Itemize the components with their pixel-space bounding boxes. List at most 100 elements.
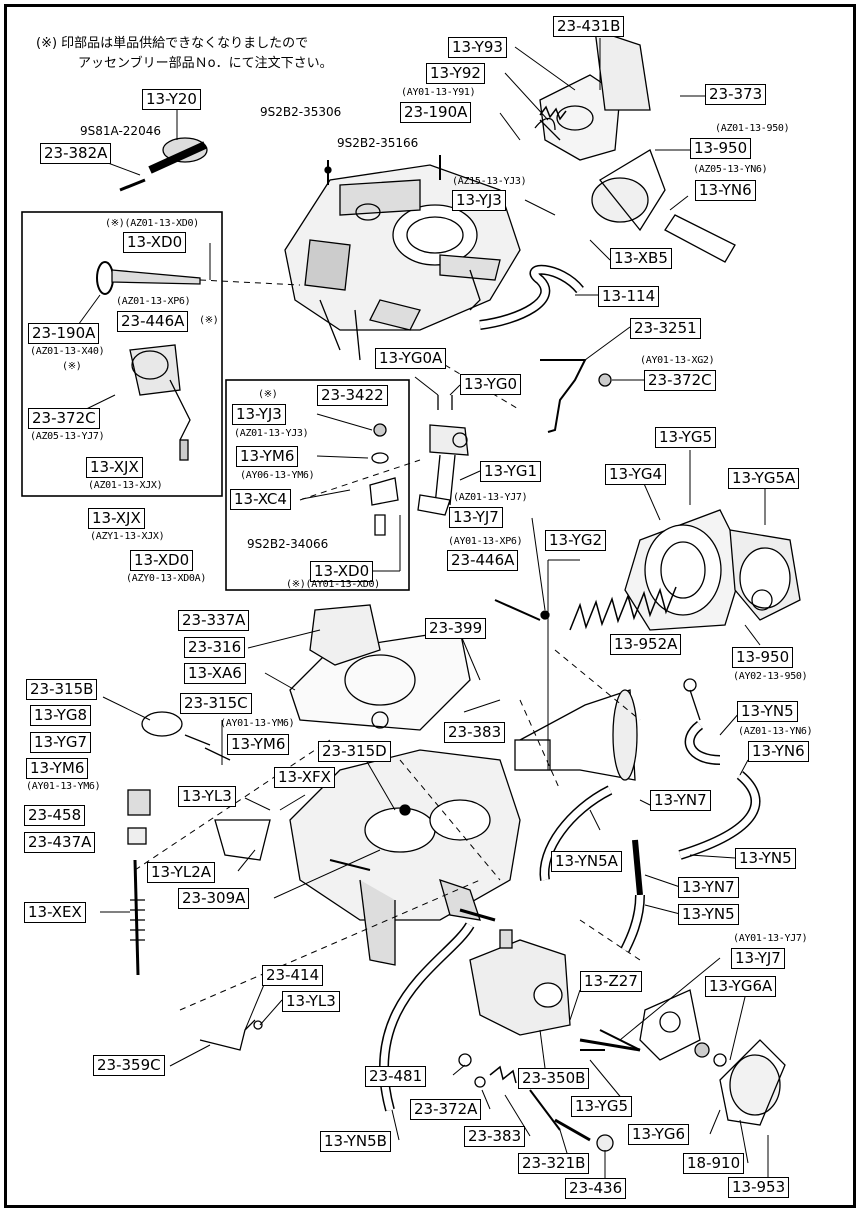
part-label-13-950-top[interactable]: 13-950 (690, 138, 752, 159)
part-label-23-315D[interactable]: 23-315D (318, 741, 391, 762)
part-label-23-321B[interactable]: 23-321B (518, 1153, 590, 1174)
part-label-13-YG5A[interactable]: 13-YG5A (728, 468, 800, 489)
part-label-23-372C-right[interactable]: 23-372C (644, 370, 716, 391)
linkage-YG1 (417, 395, 469, 516)
part-label-23-383-bot[interactable]: 23-383 (464, 1126, 526, 1147)
part-label-23-309A[interactable]: 23-309A (178, 888, 250, 909)
part-label-23-337A[interactable]: 23-337A (178, 610, 250, 631)
pump-body-23-350B (469, 929, 571, 1036)
part-label-23-350B[interactable]: 23-350B (518, 1068, 590, 1089)
part-label-23-382A[interactable]: 23-382A (40, 143, 112, 164)
part-label-23-481[interactable]: 23-481 (365, 1066, 427, 1087)
part-label-13-YG1[interactable]: 13-YG1 (480, 461, 542, 482)
part-label-13-YG0A[interactable]: 13-YG0A (375, 348, 447, 369)
part-label-23-446A-left[interactable]: 23-446A (117, 311, 189, 332)
part-label-23-3422[interactable]: 23-3422 (317, 385, 388, 406)
sub-asterisk-446A: (※) (199, 315, 219, 326)
part-label-23-316[interactable]: 23-316 (184, 637, 246, 658)
sub-AY01-13-XP6: (AY01-13-XP6) (448, 536, 523, 547)
part-label-13-952A[interactable]: 13-952A (610, 634, 682, 655)
note-line-2: アッセンブリー部品Ｎo．にて注文下さい。 (78, 56, 333, 71)
part-label-13-XB5[interactable]: 13-XB5 (610, 248, 672, 269)
part-label-13-YM6-left[interactable]: 13-YM6 (26, 758, 89, 779)
plain-9S2B2-35166: 9S2B2-35166 (337, 136, 419, 150)
part-label-23-431B[interactable]: 23-431B (553, 16, 625, 37)
pump-piston (514, 689, 638, 781)
part-label-13-Y93[interactable]: 13-Y93 (448, 37, 507, 58)
part-label-13-Z27[interactable]: 13-Z27 (580, 971, 642, 992)
sub-AY01-13-Y91: (AY01-13-Y91) (401, 87, 476, 98)
part-label-13-YG6A[interactable]: 13-YG6A (705, 976, 777, 997)
part-label-13-YM6-mid[interactable]: 13-YM6 (227, 734, 290, 755)
sub-asterisk-X40: (※) (62, 361, 82, 372)
part-label-13-YG8[interactable]: 13-YG8 (30, 705, 92, 726)
part-label-13-YL3-a[interactable]: 13-YL3 (178, 786, 236, 807)
part-label-13-XC4[interactable]: 13-XC4 (230, 489, 291, 510)
part-label-13-YJ3-inner[interactable]: 13-YJ3 (232, 404, 286, 425)
part-label-13-YG6[interactable]: 13-YG6 (628, 1124, 690, 1145)
plain-9S81A-22046: 9S81A-22046 (80, 124, 161, 138)
part-label-13-YJ7-mid[interactable]: 13-YJ7 (449, 507, 503, 528)
part-label-13-XD0-mid[interactable]: 13-XD0 (130, 550, 194, 571)
sub-AY01-13-YJ7: (AY01-13-YJ7) (733, 933, 808, 944)
part-label-23-315B[interactable]: 23-315B (26, 679, 98, 700)
center-inset-parts (369, 423, 399, 536)
sub-AY01-13-XG2: (AY01-13-XG2) (640, 355, 715, 366)
part-label-23-437A[interactable]: 23-437A (24, 832, 96, 853)
part-label-23-458[interactable]: 23-458 (24, 805, 86, 826)
part-label-13-YN7-b[interactable]: 13-YN7 (678, 877, 739, 898)
part-label-13-YN5-b[interactable]: 13-YN5 (735, 848, 796, 869)
sub-AZY1-13-XJX: (AZY1-13-XJX) (90, 531, 165, 542)
part-label-23-373[interactable]: 23-373 (705, 84, 767, 105)
part-label-23-190A-left[interactable]: 23-190A (28, 323, 100, 344)
part-label-13-Y92[interactable]: 13-Y92 (426, 63, 485, 84)
part-label-23-190A-top[interactable]: 23-190A (400, 102, 472, 123)
part-label-13-YG5[interactable]: 13-YG5 (655, 427, 717, 448)
part-label-13-YG7[interactable]: 13-YG7 (30, 732, 92, 753)
part-label-13-YN5-a[interactable]: 13-YN5 (737, 701, 798, 722)
part-label-13-YN5A[interactable]: 13-YN5A (551, 851, 622, 872)
sub-AY01-13-XD0: (※)(AY01-13-XD0) (286, 579, 380, 590)
part-label-23-315C[interactable]: 23-315C (180, 693, 252, 714)
part-label-13-YJ3-top[interactable]: 13-YJ3 (452, 190, 506, 211)
part-label-23-399[interactable]: 23-399 (425, 618, 487, 639)
part-label-13-XA6[interactable]: 13-XA6 (184, 663, 246, 684)
part-label-13-YN6-top[interactable]: 13-YN6 (695, 180, 756, 201)
sub-AZ01-13-YJ7: (AZ01-13-YJ7) (453, 492, 528, 503)
part-label-13-YN7-a[interactable]: 13-YN7 (650, 790, 711, 811)
inset-box-left (21, 211, 223, 497)
part-label-13-Y20[interactable]: 13-Y20 (142, 89, 201, 110)
part-label-23-372A[interactable]: 23-372A (410, 1099, 482, 1120)
part-label-13-YM6-inner[interactable]: 13-YM6 (236, 446, 299, 467)
part-label-13-XD0-inner[interactable]: 13-XD0 (310, 561, 374, 582)
part-label-18-910[interactable]: 18-910 (683, 1153, 745, 1174)
part-label-13-YN5-c[interactable]: 13-YN5 (678, 904, 739, 925)
part-label-13-YN5B[interactable]: 13-YN5B (320, 1131, 391, 1152)
part-label-23-3251[interactable]: 23-3251 (630, 318, 701, 339)
part-label-13-YL2A[interactable]: 13-YL2A (147, 862, 216, 883)
part-label-23-436[interactable]: 23-436 (565, 1178, 627, 1199)
part-label-23-359C[interactable]: 23-359C (93, 1055, 165, 1076)
part-label-13-YN6-mid[interactable]: 13-YN6 (748, 741, 809, 762)
part-label-13-XD0-top[interactable]: 13-XD0 (123, 232, 187, 253)
part-label-23-372C-left[interactable]: 23-372C (28, 408, 100, 429)
sub-AZ01-13-950: (AZ01-13-950) (715, 123, 790, 134)
part-label-13-YJ7-bot[interactable]: 13-YJ7 (731, 948, 785, 969)
part-label-23-446A-mid[interactable]: 23-446A (447, 550, 519, 571)
carburetor-lower-body (289, 749, 521, 966)
part-label-13-YG5-bot[interactable]: 13-YG5 (571, 1096, 633, 1117)
part-label-13-XEX[interactable]: 13-XEX (24, 902, 86, 923)
part-label-23-414[interactable]: 23-414 (262, 965, 324, 986)
part-label-13-950-mid[interactable]: 13-950 (732, 647, 794, 668)
part-label-13-YG2[interactable]: 13-YG2 (545, 530, 607, 551)
part-label-13-114[interactable]: 13-114 (598, 286, 660, 307)
part-label-13-XJX-outer[interactable]: 13-XJX (88, 508, 145, 529)
part-label-13-953[interactable]: 13-953 (728, 1177, 790, 1198)
part-label-13-XJX-inner[interactable]: 13-XJX (86, 457, 143, 478)
part-label-13-YL3-b[interactable]: 13-YL3 (282, 991, 340, 1012)
part-label-23-383-mid[interactable]: 23-383 (444, 722, 506, 743)
part-label-13-YG0[interactable]: 13-YG0 (460, 374, 522, 395)
part-label-13-XFX[interactable]: 13-XFX (274, 767, 335, 788)
part-label-13-YG4[interactable]: 13-YG4 (605, 464, 667, 485)
